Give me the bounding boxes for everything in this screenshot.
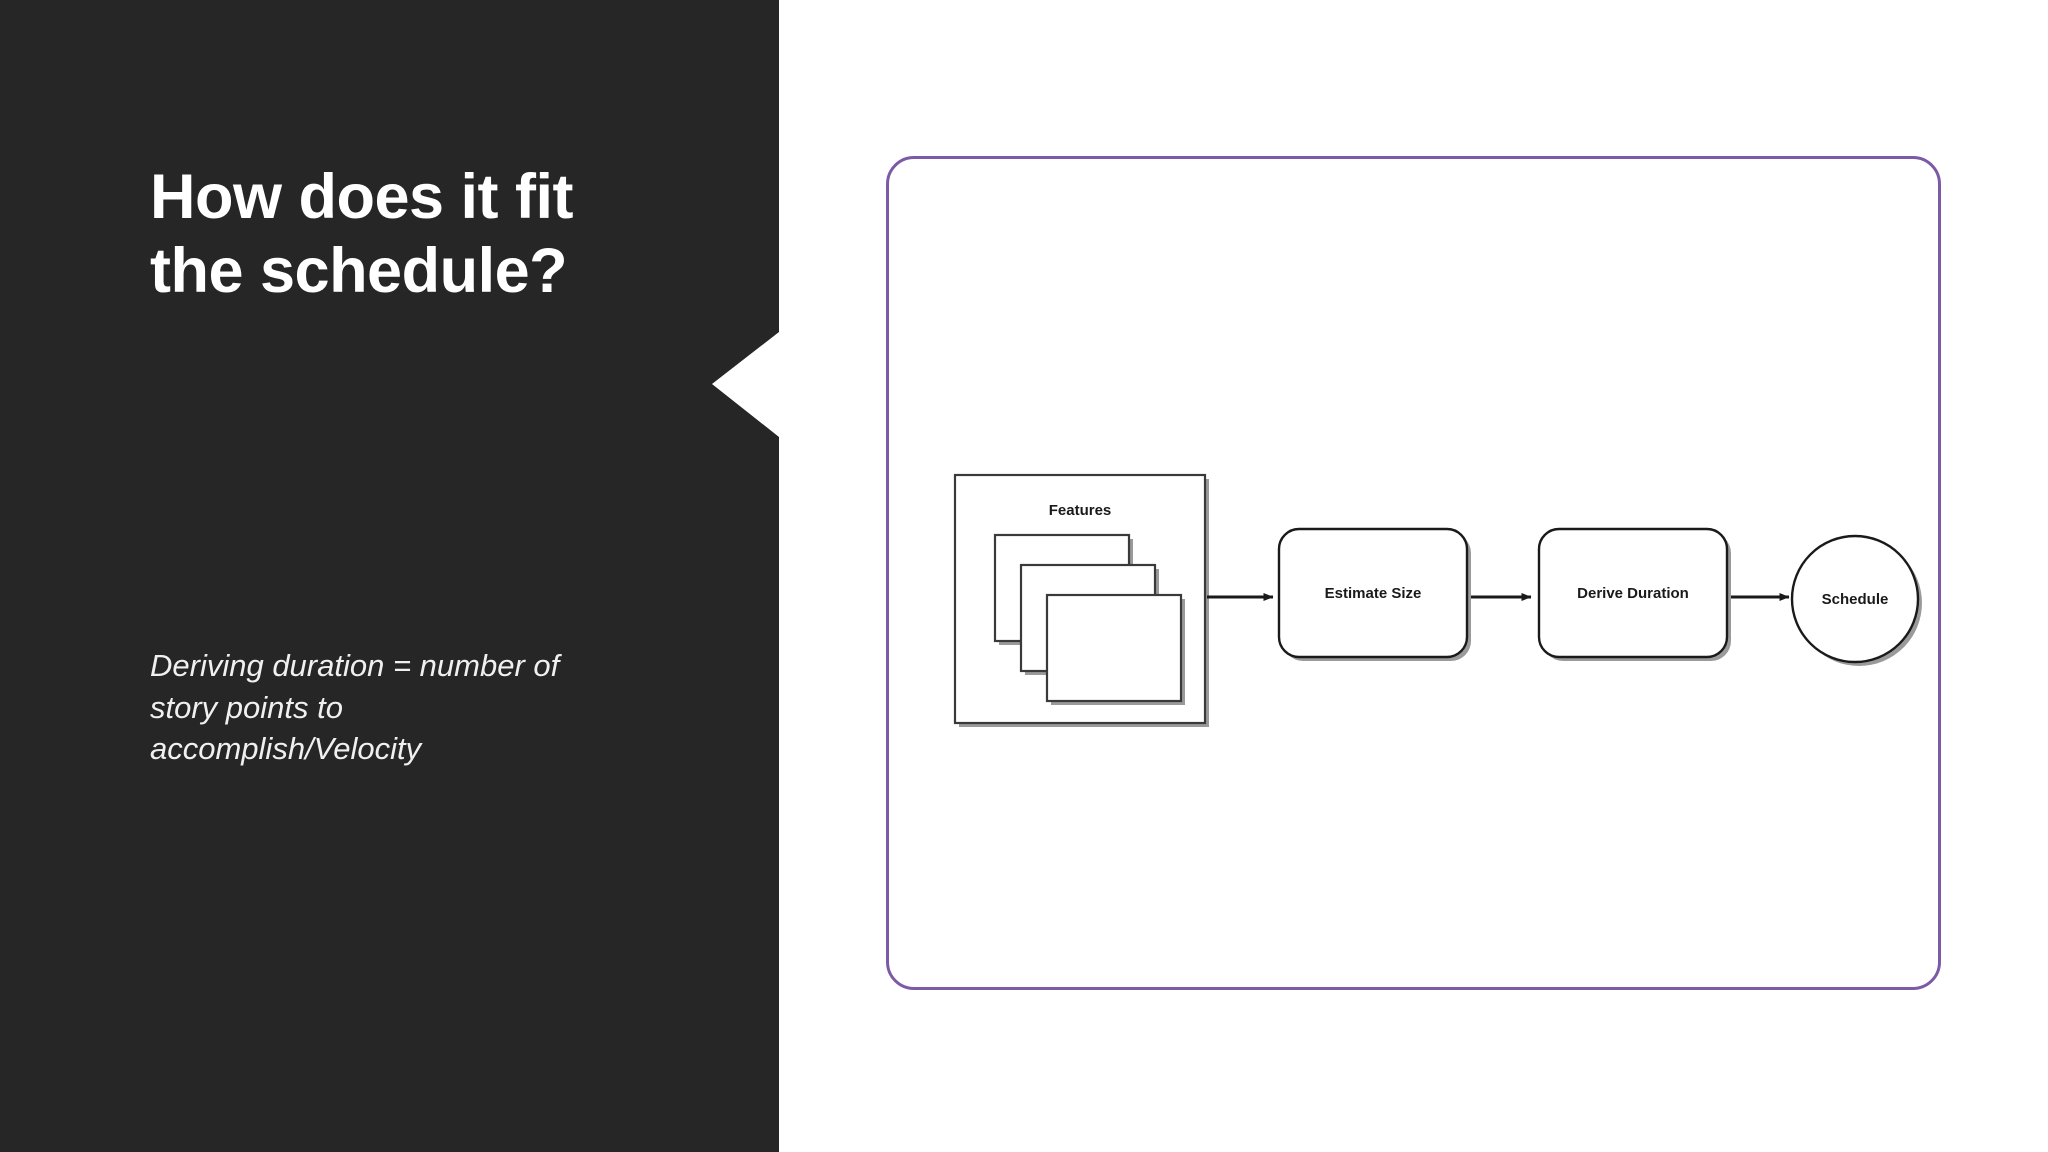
title-panel (0, 0, 779, 1152)
diagram-container: Features Estimate S (889, 159, 1938, 987)
node-derive-duration: Derive Duration (1537, 527, 1731, 661)
node-label-schedule: Schedule (1822, 591, 1889, 608)
feature-card-front (1045, 593, 1183, 703)
process-flow-diagram: Features Estimate S (953, 473, 1922, 727)
features-group-label: Features (1049, 502, 1112, 519)
diagram-card: Features Estimate S (886, 156, 1941, 990)
node-estimate-size: Estimate Size (1277, 527, 1471, 661)
page-title: How does it fit the schedule? (150, 162, 573, 307)
node-schedule: Schedule (1790, 534, 1922, 666)
node-label-estimate-size: Estimate Size (1325, 585, 1422, 602)
subtitle-note: Deriving duration = number of story poin… (150, 648, 560, 767)
node-label-derive-duration: Derive Duration (1577, 585, 1689, 602)
features-group: Features (953, 473, 1209, 727)
